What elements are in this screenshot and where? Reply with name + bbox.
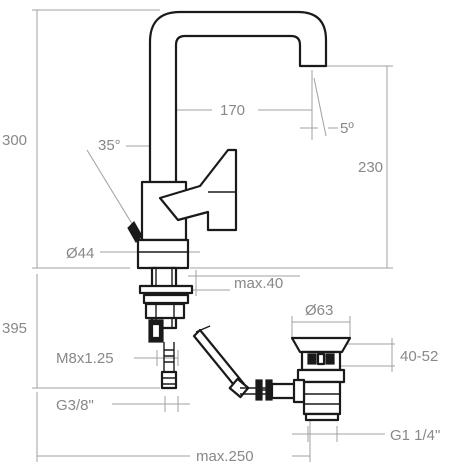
label-spout-angle: 5º: [340, 120, 354, 137]
label-max-deck: max.40: [234, 275, 283, 292]
pop-up-knob: [127, 221, 143, 243]
lever-handle: [158, 148, 238, 232]
linkage-clip: [255, 379, 263, 401]
faucet-base: [136, 238, 190, 270]
faucet-assembly: [127, 10, 328, 390]
label-max-linkage: max.250: [196, 448, 254, 465]
label-below-deck: 395: [2, 320, 27, 337]
label-reach: 170: [220, 102, 245, 119]
pop-up-drain: [290, 336, 352, 422]
label-inlet-thread: G3/8": [56, 397, 94, 414]
spout-tube: [148, 10, 328, 187]
label-spout-height: 230: [358, 159, 383, 176]
drain-tail: [302, 380, 342, 416]
label-base-diameter: Ø44: [66, 245, 94, 262]
label-total-height: 300: [2, 132, 27, 149]
drain-flange: [290, 336, 352, 354]
pivot-housing: [292, 378, 306, 404]
label-drain-height: 40-52: [400, 348, 438, 365]
pop-up-linkage: [192, 325, 298, 401]
label-drain-diameter: Ø63: [305, 302, 333, 319]
pivot-rod: [270, 382, 298, 400]
mounting-plate: [142, 293, 190, 305]
label-lever-angle: 35°: [98, 137, 121, 154]
dimension-labels: 300 170 35° 5º 230 Ø44 max.40 Ø63 395 M8…: [2, 102, 440, 465]
label-drain-thread: G1 1/4": [390, 427, 440, 444]
inlet-connector: [160, 370, 178, 390]
mounting-nut: [144, 302, 186, 320]
label-rod-thread: M8x1.25: [56, 350, 114, 367]
washer-top: [138, 284, 194, 295]
rod-clamp: [228, 377, 250, 399]
